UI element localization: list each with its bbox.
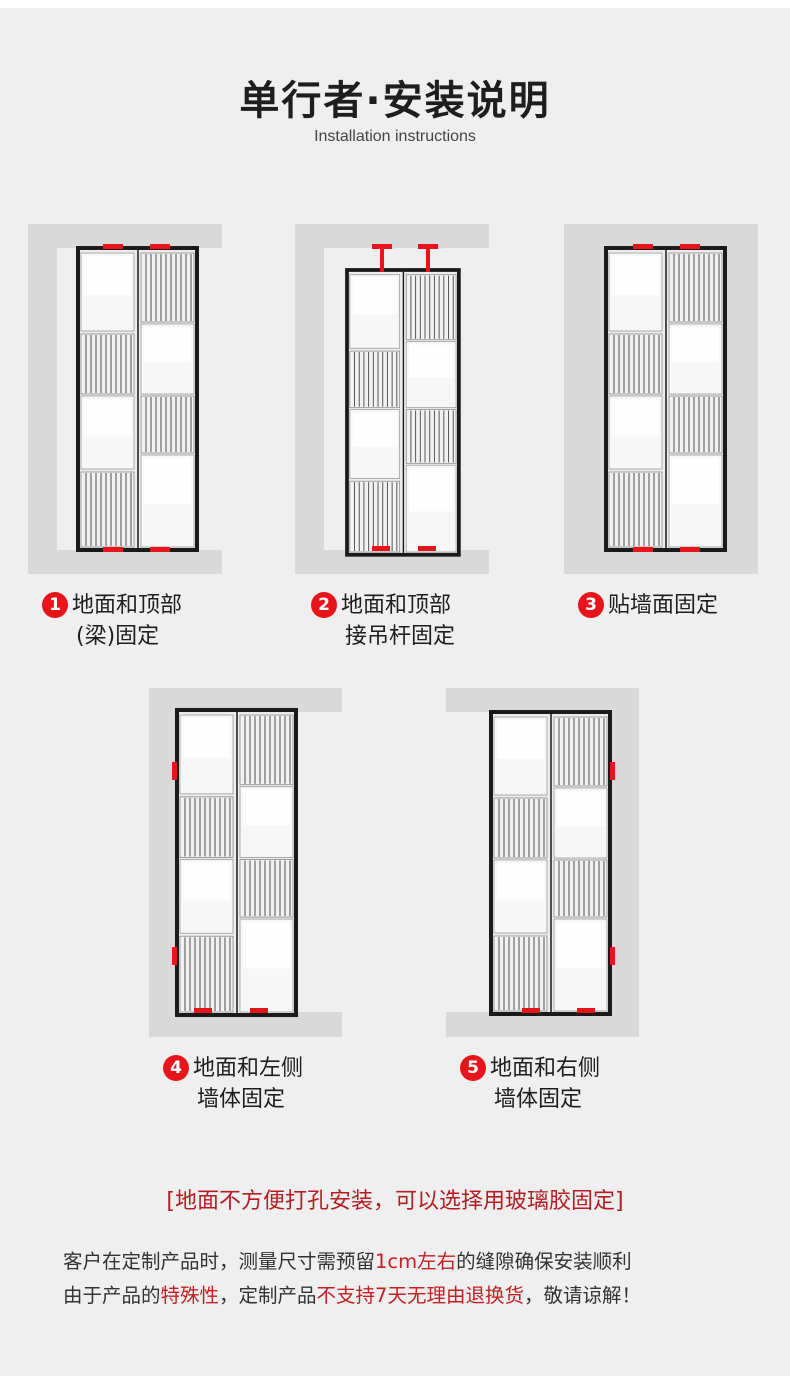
notice-text: 客户在定制产品时，测量尺寸需预留 — [63, 1250, 376, 1273]
door-panel — [345, 268, 461, 557]
notice-highlight: 不支持7天无理由退换货 — [316, 1284, 524, 1307]
fixing-mark — [194, 1008, 212, 1013]
caption-line1: 地面和顶部 — [341, 593, 452, 618]
notice-line-2: 由于产品的特殊性，定制产品不支持7天无理由退换货，敬请谅解！ — [63, 1279, 641, 1308]
fixing-mark — [172, 947, 177, 965]
caption-line2: 墙体固定 — [494, 1087, 583, 1112]
caption-line2: (梁)固定 — [76, 624, 160, 649]
fixing-mark — [577, 1008, 595, 1013]
diagram-hanging-rod-fixed — [295, 224, 489, 574]
notice-text: 的缝隙确保安装顺利 — [456, 1250, 632, 1273]
fixing-mark — [610, 947, 615, 965]
fixing-mark — [680, 547, 700, 552]
fixing-mark — [610, 762, 615, 780]
fixing-mark — [633, 547, 653, 552]
fixing-mark — [372, 546, 390, 551]
notice-text: ，敬请谅解！ — [523, 1284, 641, 1307]
number-badge: 3 — [578, 592, 604, 618]
diagram-floor-left-wall-fixed — [149, 688, 342, 1037]
notice-highlight: 1cm左右 — [375, 1250, 457, 1273]
number-badge: 1 — [42, 592, 68, 618]
fixing-mark — [633, 244, 653, 249]
number-badge: 5 — [460, 1055, 486, 1081]
fixing-mark — [172, 762, 177, 780]
hanging-rod — [418, 244, 438, 249]
instruction-card — [0, 8, 790, 1376]
fixing-mark — [250, 1008, 268, 1013]
fixing-mark — [418, 546, 436, 551]
door-panel — [76, 246, 199, 552]
notice-line-1: 客户在定制产品时，测量尺寸需预留1cm左右的缝隙确保安装顺利 — [63, 1245, 632, 1274]
glue-note: [地面不方便打孔安装，可以选择用玻璃胶固定] — [166, 1189, 624, 1214]
caption-line1: 地面和右侧 — [490, 1056, 601, 1081]
number-badge: 4 — [163, 1055, 189, 1081]
fixing-mark — [522, 1008, 540, 1013]
door-panel — [489, 710, 612, 1016]
fixing-mark — [103, 547, 123, 552]
caption-line2: 接吊杆固定 — [345, 624, 456, 649]
caption-line2: 墙体固定 — [197, 1087, 286, 1112]
number-badge: 2 — [311, 592, 337, 618]
caption-line1: 地面和顶部 — [72, 593, 183, 618]
notice-text: 由于产品的 — [63, 1284, 161, 1307]
notice-highlight: 特殊性 — [160, 1284, 220, 1307]
diagram-floor-right-wall-fixed — [446, 688, 639, 1037]
fixing-mark — [150, 547, 170, 552]
diagram-floor-ceiling-fixed — [28, 224, 222, 574]
hanging-rod — [380, 248, 384, 272]
caption-line1: 贴墙面固定 — [608, 593, 719, 618]
fixing-mark — [680, 244, 700, 249]
page-title: 单行者·安装说明 — [239, 78, 551, 124]
fixing-mark — [150, 244, 170, 249]
door-panel — [175, 707, 298, 1018]
hanging-rod — [372, 244, 392, 249]
caption-line1: 地面和左侧 — [193, 1056, 304, 1081]
hanging-rod — [426, 248, 430, 272]
notice-text: ，定制产品 — [219, 1284, 317, 1307]
fixing-mark — [103, 244, 123, 249]
page-subtitle: Installation instructions — [314, 128, 476, 145]
diagram-wall-fixed — [564, 224, 758, 574]
door-panel — [604, 246, 727, 552]
